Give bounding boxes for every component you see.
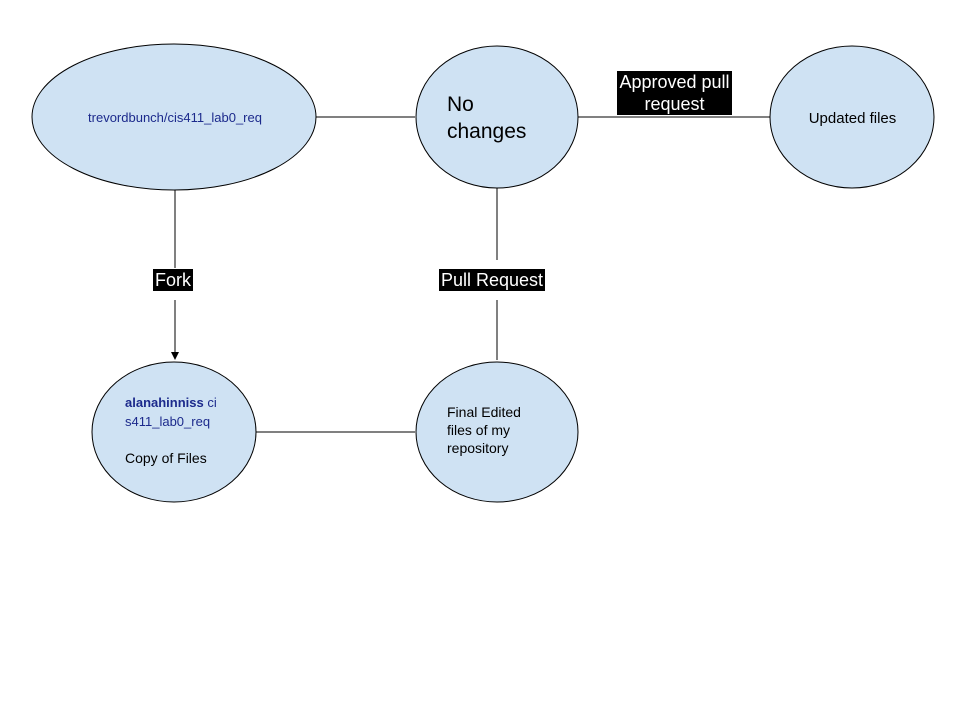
fork-copy-text: alanahinniss ci s411_lab0_req Copy of Fi… (125, 393, 230, 473)
node-no-changes (415, 45, 579, 189)
fork-repo-user: alanahinniss (125, 395, 204, 410)
upstream-repo-link[interactable]: trevordbunch/cis411_lab0_req (88, 109, 262, 125)
fork-copy-caption: Copy of Files (125, 450, 207, 466)
no-changes-label: No changes (447, 93, 527, 143)
node-updated-files (769, 45, 935, 189)
no-changes-text: No changes (447, 90, 557, 146)
node-upstream-repo (31, 43, 317, 191)
node-fork-copy (91, 361, 257, 503)
edge-label-approved: Approved pull request (617, 71, 732, 115)
updated-files-text: Updated files (790, 106, 915, 130)
edge-label-fork: Fork (153, 269, 193, 291)
fork-repo-name: ci s411_lab0_req (125, 395, 217, 429)
fork-repo-link[interactable]: alanahinniss ci s411_lab0_req (125, 393, 230, 431)
updated-files-label: Updated files (808, 109, 897, 127)
node-final-edited (415, 361, 579, 503)
final-edited-text: Final Edited files of my repository (447, 403, 542, 463)
upstream-repo-text: trevordbunch/cis411_lab0_req (60, 105, 290, 129)
edge-label-pull-request: Pull Request (439, 269, 546, 291)
final-edited-label: Final Edited files of my repository (447, 404, 521, 456)
